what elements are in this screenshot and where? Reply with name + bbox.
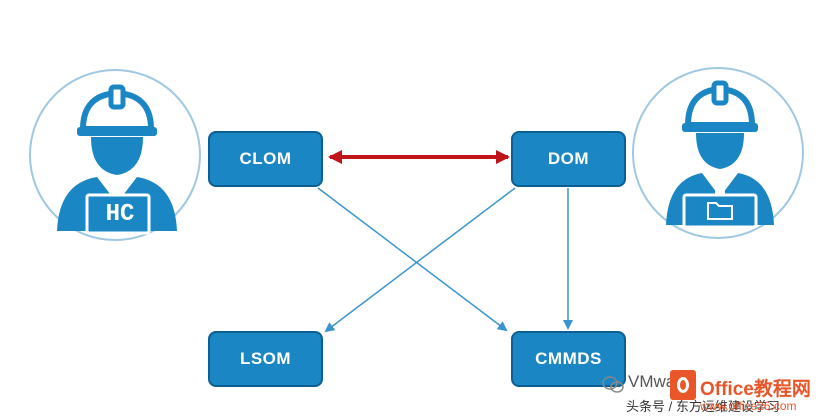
node-lsom-label: LSOM xyxy=(239,349,292,368)
node-dom: DOM xyxy=(511,131,626,187)
node-cmmds-label: CMMDS xyxy=(535,349,602,368)
worker-hardhat-icon xyxy=(57,84,177,235)
wechat-icon xyxy=(602,376,624,393)
node-dom-label: DOM xyxy=(547,149,590,168)
node-clom: CLOM xyxy=(208,131,323,187)
person-left-badge-label: HC xyxy=(105,200,135,228)
person-left-circle: HC xyxy=(29,69,201,241)
watermark-toutiao: 头条号 / 东方运维建设学习 xyxy=(626,399,780,414)
node-clom-label: CLOM xyxy=(239,149,292,168)
node-lsom: LSOM xyxy=(208,331,323,387)
person-right-circle xyxy=(632,67,804,239)
edge-dom-lsom xyxy=(324,187,516,333)
watermark-brand: Office教程网 xyxy=(700,379,811,400)
office-logo-icon xyxy=(670,370,696,400)
edge-clom-cmmds xyxy=(317,187,508,332)
watermark-url: www.office26.com xyxy=(700,399,797,413)
worker-hardhat-folder-icon xyxy=(666,80,774,229)
watermark: VMware 头条号 / 东方运维建设学习 Office教程网 www.offi… xyxy=(600,368,822,419)
